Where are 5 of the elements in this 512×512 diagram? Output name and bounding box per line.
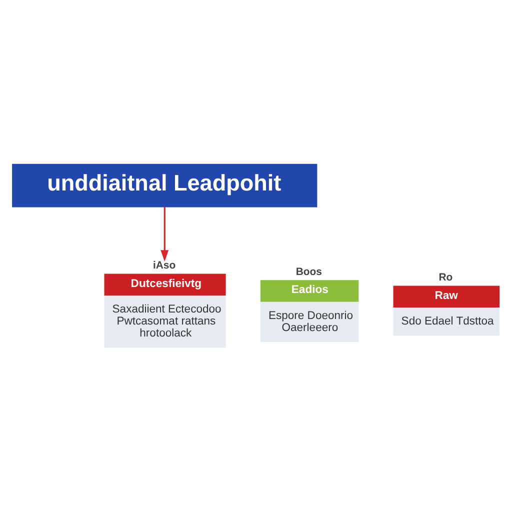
node-label: Boos	[296, 266, 322, 278]
node-label: Ro	[438, 272, 453, 284]
node-label: iAso	[152, 260, 176, 272]
arrow	[160, 206, 169, 262]
node-box: unddiaitnal Leadpohit	[12, 164, 318, 208]
